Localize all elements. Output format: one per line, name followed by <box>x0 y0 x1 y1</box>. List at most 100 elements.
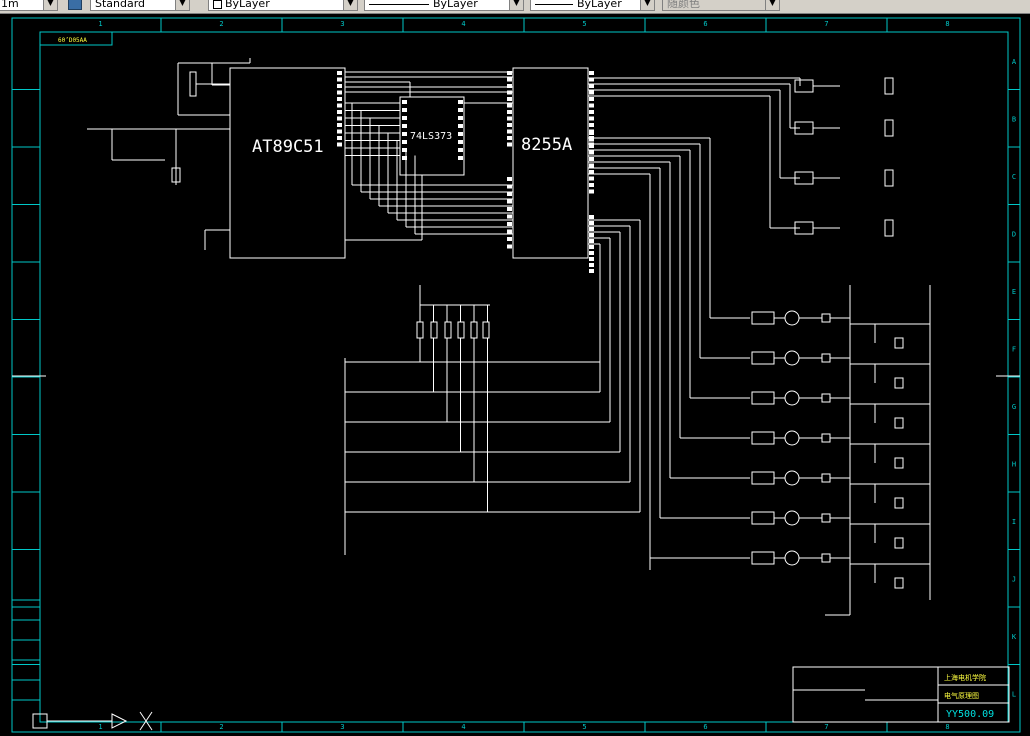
pin-marker <box>589 251 594 255</box>
frame-column-label: 6 <box>703 20 707 28</box>
pin-marker <box>507 244 512 249</box>
color-dropdown[interactable]: ByLayer ▼ <box>208 0 358 11</box>
linetype-sample-icon <box>369 3 429 5</box>
pin-marker <box>458 156 463 160</box>
pin-marker <box>507 97 512 101</box>
pin-marker <box>589 221 594 225</box>
schematic-wiring <box>87 58 931 616</box>
pin-marker <box>507 136 512 140</box>
data-bus <box>345 102 513 512</box>
pin-marker <box>589 163 594 168</box>
pin-marker <box>458 132 463 136</box>
title-company: 上海电机学院 <box>944 673 986 682</box>
frame-row-label: C <box>1012 173 1016 181</box>
pin-marker <box>507 116 512 121</box>
relay-driver-rows <box>650 77 930 589</box>
frame-column-label: 2 <box>219 723 223 731</box>
pin-marker <box>337 129 342 134</box>
pin-marker <box>589 137 594 142</box>
lineweight-dropdown[interactable]: ByLayer ▼ <box>530 0 655 11</box>
lineweight-value: ByLayer <box>577 0 622 10</box>
layer-dropdown[interactable]: 1m ▼ <box>0 0 58 11</box>
pin-marker <box>458 116 463 120</box>
pin-marker <box>589 110 594 114</box>
pin-marker <box>589 227 594 231</box>
linetype-value: ByLayer <box>433 0 478 10</box>
chevron-down-icon[interactable]: ▼ <box>175 0 189 10</box>
color-value: ByLayer <box>225 0 270 10</box>
pin-marker <box>589 239 594 243</box>
pin-marker <box>507 199 512 204</box>
frame-column-label: 1 <box>98 723 102 731</box>
frame-column-label: 3 <box>340 20 344 28</box>
pin-marker <box>507 103 512 108</box>
pin-marker <box>507 222 512 226</box>
chevron-down-icon[interactable]: ▼ <box>640 0 654 10</box>
pin-marker <box>337 71 342 75</box>
latch-label: 74LS373 <box>410 131 452 142</box>
pin-marker <box>337 116 342 121</box>
pin-marker <box>589 90 594 95</box>
pin-marker <box>589 157 594 161</box>
chevron-down-icon[interactable]: ▼ <box>43 0 57 10</box>
pin-marker <box>458 100 463 104</box>
pin-marker <box>589 189 594 194</box>
pin-marker <box>402 100 407 104</box>
pin-marker <box>507 110 512 114</box>
linetype-dropdown[interactable]: ByLayer ▼ <box>364 0 524 11</box>
frame-row-label: I <box>1012 518 1016 526</box>
pin-marker <box>402 132 407 136</box>
pin-marker <box>507 129 512 134</box>
text-style-icon[interactable] <box>68 0 82 10</box>
pin-marker <box>507 123 512 127</box>
pullup-resistors <box>416 321 490 339</box>
pin-marker <box>402 116 407 120</box>
toolbar: 1m ▼ Standard ▼ ByLayer ▼ ByLayer ▼ ByLa… <box>0 0 1030 14</box>
pin-marker <box>589 131 594 135</box>
pin-marker <box>337 84 342 88</box>
pin-marker <box>589 176 594 181</box>
pin-marker <box>589 77 594 82</box>
pin-marker <box>507 84 512 88</box>
pin-marker <box>507 229 512 234</box>
pin-marker <box>507 207 512 211</box>
frame-row-label: D <box>1012 230 1016 238</box>
pin-marker <box>402 156 407 160</box>
pin-marker <box>458 108 463 112</box>
frame-column-label: 5 <box>582 20 586 28</box>
pin-marker <box>589 144 594 148</box>
layer-value: 1m <box>1 0 19 10</box>
drawing-number: YY500.09 <box>946 709 994 720</box>
pin-marker <box>507 192 512 196</box>
frame-column-label: 4 <box>461 723 465 731</box>
pin-marker <box>402 140 407 144</box>
left-legend <box>11 599 41 701</box>
text-style-dropdown[interactable]: Standard ▼ <box>90 0 190 11</box>
frame-column-label: 1 <box>98 20 102 28</box>
pin-marker <box>507 177 512 181</box>
chevron-down-icon[interactable]: ▼ <box>509 0 523 10</box>
pin-marker <box>589 245 594 249</box>
pin-marker <box>402 148 407 152</box>
pin-marker <box>337 77 342 82</box>
frame-row-label: L <box>1012 690 1016 698</box>
pin-marker <box>337 90 342 95</box>
pin-marker <box>589 116 594 121</box>
pin-marker <box>337 103 342 108</box>
pin-marker <box>458 124 463 128</box>
pin-marker <box>589 150 594 155</box>
frame-column-label: 7 <box>824 723 828 731</box>
pin-marker <box>458 140 463 144</box>
pin-marker <box>507 90 512 95</box>
pin-marker <box>589 215 594 219</box>
pin-marker <box>589 269 594 273</box>
chevron-down-icon[interactable]: ▼ <box>343 0 357 10</box>
pin-marker <box>507 142 512 147</box>
chevron-down-icon: ▼ <box>765 0 779 10</box>
pin-marker <box>507 77 512 82</box>
ppi-label: 8255A <box>521 135 572 155</box>
pin-marker <box>589 233 594 237</box>
pin-marker <box>337 97 342 101</box>
